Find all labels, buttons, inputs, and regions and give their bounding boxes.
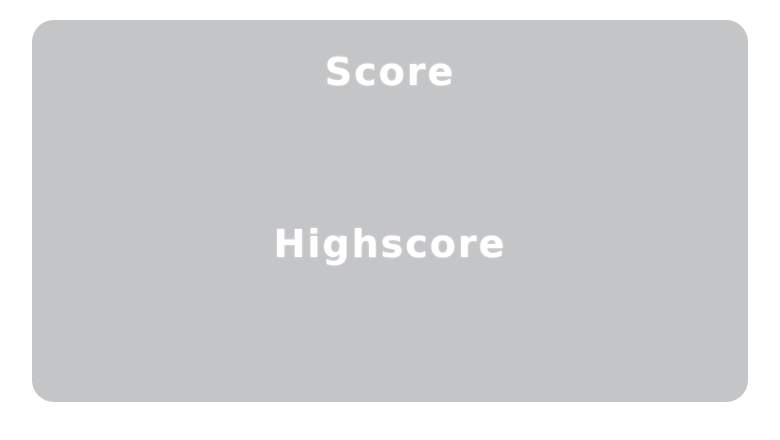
score-panel: Score Highscore (32, 20, 748, 402)
score-label: Score (324, 50, 456, 94)
highscore-label: Highscore (273, 222, 507, 266)
